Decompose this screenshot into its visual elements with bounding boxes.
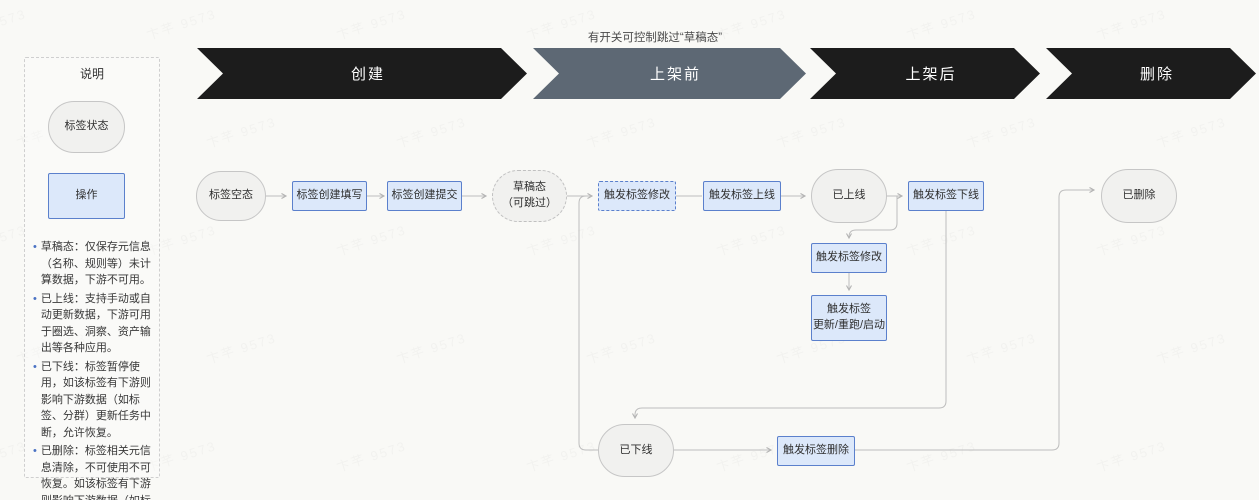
watermark-text: 卞芊 9573: [394, 114, 469, 151]
legend-note-offline: • 已下线：标签暂停使用，如该标签有下游则影响下游数据（如标签、分群）更新任务中…: [33, 359, 154, 442]
banner-create: 创建: [197, 48, 527, 99]
bullet-icon: •: [33, 241, 37, 253]
watermark-text: 卞芊 9573: [144, 6, 219, 43]
watermark-text: 卞芊 9573: [1094, 6, 1169, 43]
banner-post-launch: 上架后: [810, 48, 1040, 99]
node-empty-state: 标签空态: [196, 171, 266, 221]
watermark-text: 卞芊 9573: [904, 222, 979, 259]
node-deleted-state: 已删除: [1101, 169, 1177, 223]
watermark-text: 卞芊 9573: [204, 114, 279, 151]
watermark-text: 卞芊 9573: [334, 222, 409, 259]
node-trigger-modify-post: 触发标签修改: [811, 243, 887, 273]
node-create-fill: 标签创建填写: [292, 181, 367, 211]
node-trigger-delete: 触发标签删除: [777, 436, 855, 466]
bullet-icon: •: [33, 445, 37, 457]
legend-note-online: • 已上线：支持手动或自动更新数据，下游可用于圈选、洞察、资产输出等各种应用。: [33, 291, 154, 357]
watermark-text: 卞芊 9573: [334, 6, 409, 43]
watermark-text: 卞芊 9573: [1094, 222, 1169, 259]
node-trigger-update: 触发标签 更新/重跑/启动: [811, 295, 887, 341]
watermark-text: 卞芊 9573: [584, 114, 659, 151]
node-create-submit: 标签创建提交: [387, 181, 462, 211]
legend-title: 说明: [79, 67, 104, 81]
legend-note-draft: • 草稿态：仅保存元信息（名称、规则等）未计算数据，下游不可用。: [33, 239, 154, 289]
node-trigger-offline: 触发标签下线: [908, 181, 984, 211]
edge-delete-trigger-to-deleted: [855, 187, 1096, 451]
node-online-state: 已上线: [811, 169, 887, 223]
legend-action-shape: 操作: [48, 173, 125, 219]
watermark-text: 卞芊 9573: [964, 114, 1039, 151]
watermark-text: 卞芊 9573: [1094, 438, 1169, 475]
legend-state-shape: 标签状态: [48, 101, 125, 153]
watermark-text: 卞芊 9573: [964, 330, 1039, 367]
legend-note-deleted: • 已删除：标签相关元信息清除，不可使用不可恢复。如该标签有下游则影响下游数据（…: [33, 443, 154, 500]
skip-draft-annotation: 有开关可控制跳过“草稿态”: [587, 32, 723, 44]
watermark-text: 卞芊 9573: [204, 330, 279, 367]
banner-delete: 删除: [1046, 48, 1256, 99]
node-draft-state: 草稿态 （可跳过）: [492, 170, 567, 222]
legend-notes: • 草稿态：仅保存元信息（名称、规则等）未计算数据，下游不可用。 • 已上线：支…: [33, 239, 154, 500]
watermark-text: 卞芊 9573: [774, 114, 849, 151]
watermark-text: 卞芊 9573: [524, 222, 599, 259]
watermark-text: 卞芊 9573: [0, 6, 29, 43]
watermark-text: 卞芊 9573: [1154, 330, 1229, 367]
banner-pre-launch: 上架前: [533, 48, 806, 99]
node-offline-state: 已下线: [598, 424, 674, 477]
watermark-text: 卞芊 9573: [904, 6, 979, 43]
edge-offline-trigger-to-offline: [632, 211, 947, 420]
bullet-icon: •: [33, 292, 37, 305]
node-trigger-modify-pre: 触发标签修改: [598, 181, 676, 211]
legend-panel: 说明 标签状态 操作 • 草稿态：仅保存元信息（名称、规则等）未计算数据，下游不…: [24, 57, 160, 500]
bullet-icon: •: [33, 360, 37, 373]
watermark-text: 卞芊 9573: [394, 330, 469, 367]
node-trigger-online: 触发标签上线: [703, 181, 781, 211]
watermark-text: 卞芊 9573: [524, 438, 599, 475]
watermark-text: 卞芊 9573: [584, 330, 659, 367]
watermark-text: 卞芊 9573: [714, 222, 789, 259]
watermark-text: 卞芊 9573: [334, 438, 409, 475]
watermark-text: 卞芊 9573: [1154, 114, 1229, 151]
edge-offline-back-to-modify: [578, 195, 598, 451]
watermark-text: 卞芊 9573: [904, 438, 979, 475]
